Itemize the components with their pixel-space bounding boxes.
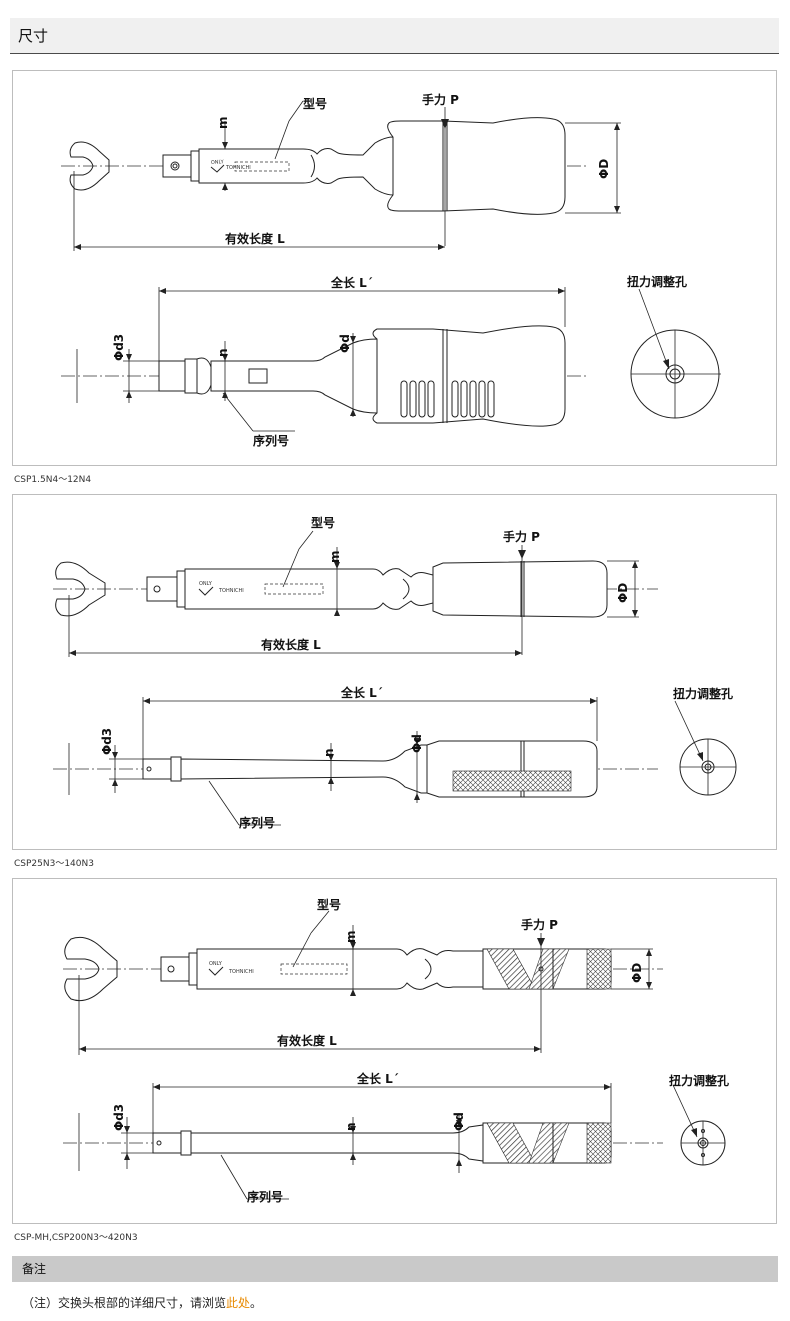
grip-knurl-3b <box>586 1122 612 1164</box>
grip-knurl-2 <box>452 770 572 792</box>
caption-3: CSP-MH,CSP200N3～420N3 <box>14 1233 138 1243</box>
label-hand-force-2: 手力 P <box>503 529 540 544</box>
dim-n-3: n <box>344 1122 358 1131</box>
label-torque-hole-1: 扭力调整孔 <box>627 274 687 289</box>
label-model-3: 型号 <box>317 897 341 912</box>
dim-total-length-1: 全长 L´ <box>330 275 373 290</box>
diagram-csp-medium: ONLY TOHNICHI m 型号 手力 P ΦD 有效长度 L 全长 L´ … <box>12 494 777 850</box>
diagram-csp-large: ONLY TOHNICHI m 型号 手力 P ΦD 有效长度 L 全长 L´ … <box>12 878 777 1224</box>
wrench-drawing-3: ONLY TOHNICHI m 型号 手力 P ΦD 有效长度 L 全长 L´ … <box>63 897 729 1204</box>
dim-phi-d3-3: Φd3 <box>112 1104 126 1131</box>
wrench-drawing-2: ONLY TOHNICHI m 型号 手力 P ΦD 有效长度 L 全长 L´ … <box>53 515 737 830</box>
dim-m-2: m <box>328 550 342 563</box>
dim-total-length-2: 全长 L´ <box>340 685 383 700</box>
label-model-2: 型号 <box>311 515 335 530</box>
brand-tohnichi-2: TOHNICHI <box>218 588 244 594</box>
section-title: 尺寸 <box>10 18 779 54</box>
dim-m-1: m <box>216 116 230 129</box>
dim-effective-length-1: 有效长度 L <box>225 231 285 246</box>
dim-phi-D-1: ΦD <box>597 159 611 179</box>
label-hand-force-1: 手力 P <box>422 92 459 107</box>
dim-phi-D-2: ΦD <box>616 583 630 603</box>
dim-m-3: m <box>344 930 358 943</box>
label-torque-hole-3: 扭力调整孔 <box>669 1073 729 1088</box>
label-serial-2: 序列号 <box>239 815 275 830</box>
label-hand-force-3: 手力 P <box>521 917 558 932</box>
label-serial-1: 序列号 <box>253 433 289 448</box>
dim-n-1: n <box>216 348 230 357</box>
dim-phi-d3-2: Φd3 <box>100 728 114 755</box>
remarks-title: 备注 <box>12 1256 778 1282</box>
brand-tohnichi-3: TOHNICHI <box>228 969 254 975</box>
wrench-drawing-1: ONLY TOHNICHI m 型号 手力 P ΦD 有效长度 L <box>61 92 721 448</box>
brand-tohnichi: TOHNICHI <box>225 165 251 171</box>
label-torque-hole-2: 扭力调整孔 <box>673 686 733 701</box>
dim-phi-d-1: Φd <box>338 334 352 353</box>
diagram-csp-small: ONLY TOHNICHI m 型号 手力 P ΦD 有效长度 L <box>12 70 777 466</box>
note-prefix: （注）交换头根部的详细尺寸，请浏览 <box>22 1296 227 1310</box>
label-model-1: 型号 <box>303 96 327 111</box>
remarks-note: （注）交换头根部的详细尺寸，请浏览此处。 <box>22 1294 262 1311</box>
dim-phi-D-3: ΦD <box>630 963 644 983</box>
only-stamp: ONLY <box>211 159 225 166</box>
grip-ribs-1 <box>400 380 495 418</box>
dim-phi-d-3: Φd <box>452 1112 466 1131</box>
grip-knurl-3a <box>586 948 612 990</box>
note-suffix: 。 <box>250 1296 263 1310</box>
dim-phi-d3-1: Φd3 <box>112 334 126 361</box>
dim-phi-d-2: Φd <box>410 734 424 753</box>
only-stamp-2: ONLY <box>199 581 213 587</box>
dim-total-length-3: 全长 L´ <box>356 1071 399 1086</box>
only-stamp-3: ONLY <box>209 961 223 967</box>
dim-n-2: n <box>322 748 336 757</box>
caption-2: CSP25N3～140N3 <box>14 859 94 869</box>
note-link[interactable]: 此处 <box>226 1296 251 1310</box>
dim-effective-length-3: 有效长度 L <box>277 1033 337 1048</box>
caption-1: CSP1.5N4～12N4 <box>14 475 92 485</box>
dim-effective-length-2: 有效长度 L <box>261 637 321 652</box>
label-serial-3: 序列号 <box>247 1189 283 1204</box>
